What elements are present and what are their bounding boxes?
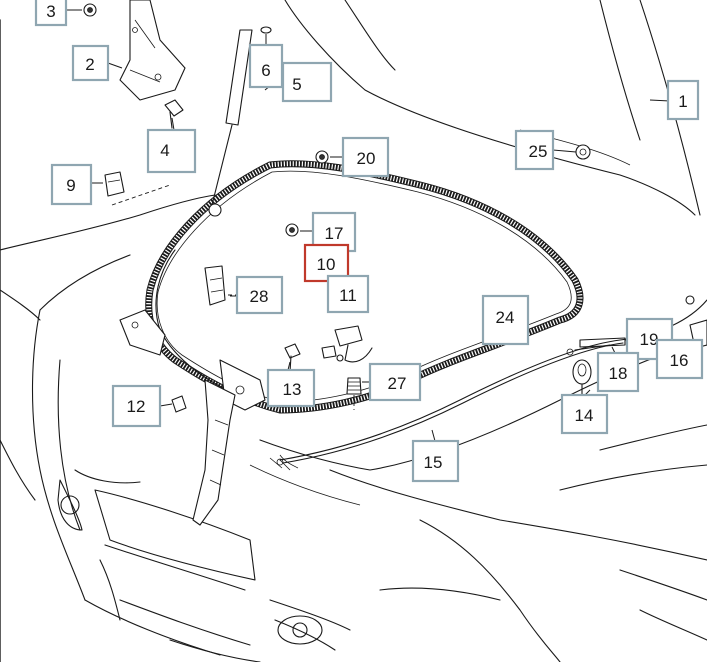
- callout-3-label: 3: [46, 2, 55, 21]
- callout-14: 14: [560, 393, 609, 435]
- callout-9: 9: [50, 163, 93, 206]
- nut-part-25: [575, 144, 591, 160]
- hinge-bracket-part-2: [119, 0, 186, 101]
- callout-9-label: 9: [66, 176, 75, 195]
- callout-15-label: 15: [424, 453, 443, 472]
- callout-6: 6: [248, 43, 284, 89]
- callout-24: 24: [481, 294, 530, 346]
- callout-13-label: 13: [283, 380, 302, 399]
- callout-5: 5: [281, 61, 333, 103]
- callout-18-label: 18: [609, 364, 628, 383]
- callout-3: 3: [34, 0, 68, 27]
- plug-part-17: [285, 223, 299, 237]
- callout-28-label: 28: [250, 287, 269, 306]
- callout-25: 25: [514, 129, 555, 171]
- callout-12-label: 12: [127, 397, 146, 416]
- callout-12: 12: [111, 384, 162, 428]
- callout-28: 28: [235, 275, 284, 315]
- callout-18: 18: [596, 351, 640, 393]
- bolt-part-4: [164, 99, 184, 129]
- callout-27-label: 27: [388, 374, 407, 393]
- callout-11: 11: [326, 274, 370, 314]
- callout-16: 16: [655, 338, 704, 380]
- bolt-part-13: [284, 343, 301, 373]
- callout-27: 27: [368, 362, 422, 402]
- callout-1: 1: [666, 79, 700, 121]
- bolt-part-12: [171, 395, 187, 413]
- callout-6-label: 6: [261, 61, 270, 80]
- clip-part-9: [104, 171, 171, 206]
- callout-2-label: 2: [85, 55, 94, 74]
- callout-13: 13: [266, 368, 316, 408]
- latch-assembly: [119, 309, 266, 526]
- spring-part-27: [346, 377, 362, 410]
- callout-19-label: 19: [640, 330, 659, 349]
- callout-2: 2: [71, 44, 110, 82]
- callout-11-label: 11: [339, 286, 357, 305]
- callout-20: 20: [341, 136, 390, 178]
- gas-strut-part-5: [208, 26, 272, 217]
- callout-1-label: 1: [678, 92, 687, 111]
- callout-25-label: 25: [529, 142, 548, 161]
- callout-10-label: 10: [317, 255, 336, 274]
- callout-20-label: 20: [357, 149, 376, 168]
- callout-4-label: 4: [160, 141, 169, 160]
- grommet-part-20: [315, 150, 329, 164]
- callout-5-label: 5: [292, 75, 301, 94]
- callout-17-label: 17: [325, 224, 344, 243]
- callout-15: 15: [411, 439, 460, 483]
- callout-14-label: 14: [575, 406, 594, 425]
- buffer-part-14: [572, 359, 592, 396]
- callout-24-label: 24: [496, 308, 515, 327]
- callout-4: 4: [146, 128, 197, 174]
- clip-part-3: [83, 3, 97, 17]
- switch-part-11: [321, 325, 373, 363]
- callout-16-label: 16: [670, 351, 689, 370]
